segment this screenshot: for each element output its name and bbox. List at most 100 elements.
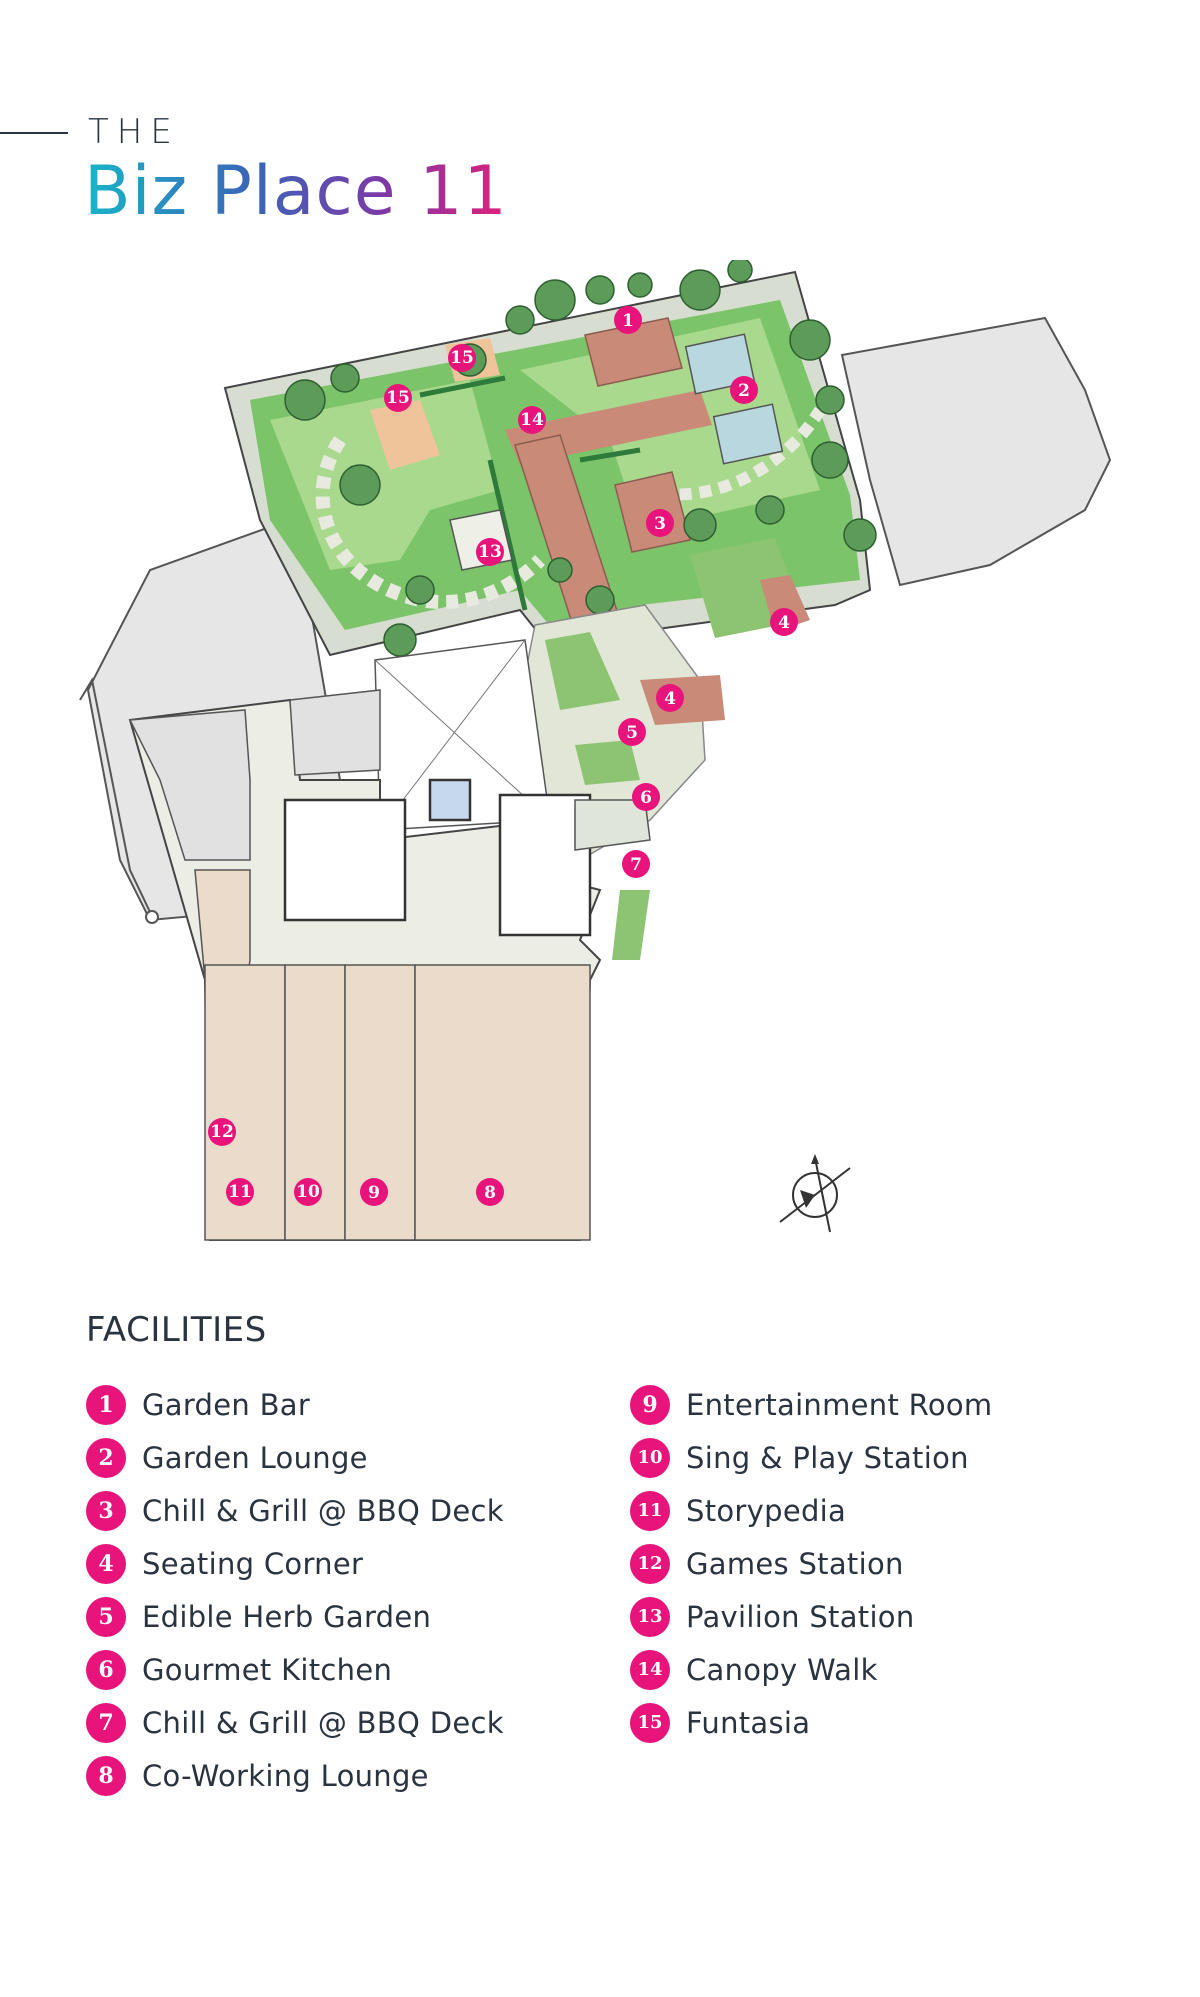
legend-item: 11 Storypedia <box>630 1484 992 1537</box>
svg-text:1: 1 <box>622 311 634 331</box>
legend-number-badge: 14 <box>630 1649 670 1690</box>
legend-item: 9 Entertainment Room <box>630 1378 992 1431</box>
legend-item: 10 Sing & Play Station <box>630 1431 992 1484</box>
legend-number-badge: 13 <box>630 1596 670 1637</box>
edible-herb-garden <box>575 740 640 785</box>
legend-label: Games Station <box>686 1546 904 1581</box>
svg-text:11: 11 <box>228 1182 252 1202</box>
map-marker-8[interactable]: 8 <box>476 1178 504 1206</box>
map-marker-1[interactable]: 1 <box>614 306 642 334</box>
gym-area <box>128 709 251 861</box>
gourmet-kitchen <box>574 799 651 851</box>
canopy-walk-north-south <box>515 435 620 632</box>
legend-label: Pavilion Station <box>686 1599 915 1634</box>
svg-text:15: 15 <box>450 348 474 368</box>
legend-number-badge: 11 <box>630 1490 670 1531</box>
map-marker-9[interactable]: 9 <box>360 1178 388 1206</box>
map-marker-2[interactable]: 2 <box>730 376 758 404</box>
map-marker-15a[interactable]: 15 <box>448 344 476 372</box>
map-marker-12[interactable]: 12 <box>208 1118 236 1146</box>
legend-item: 8 Co-Working Lounge <box>86 1749 504 1802</box>
legend-item: 13 Pavilion Station <box>630 1590 992 1643</box>
legend-number-badge: 10 <box>630 1437 670 1478</box>
svg-text:5: 5 <box>626 723 638 743</box>
map-marker-4b[interactable]: 4 <box>656 684 684 712</box>
legend-number-badge: 1 <box>86 1384 126 1425</box>
legend-item: 6 Gourmet Kitchen <box>86 1643 504 1696</box>
map-marker-13[interactable]: 13 <box>476 538 504 566</box>
site-plan-svg: 1 2 3 4 4 5 6 <box>79 260 1112 1241</box>
legend-item: 14 Canopy Walk <box>630 1643 992 1696</box>
svg-text:6: 6 <box>640 788 652 808</box>
legend-number-badge: 15 <box>630 1702 670 1743</box>
legend-label: Funtasia <box>686 1705 811 1740</box>
map-marker-11[interactable]: 11 <box>226 1178 254 1206</box>
map-marker-15b[interactable]: 15 <box>384 384 412 412</box>
facilities-legend: FACILITIES 1 Garden Bar 2 Garden Lounge … <box>86 1310 1146 1810</box>
legend-item: 4 Seating Corner <box>86 1537 504 1590</box>
facility-markers: 1 2 3 4 4 5 6 <box>208 306 798 1206</box>
legend-label: Gourmet Kitchen <box>142 1652 393 1687</box>
legend-number-badge: 4 <box>86 1543 126 1584</box>
site-plan-map: 1 2 3 4 4 5 6 <box>0 260 1200 1260</box>
map-marker-6[interactable]: 6 <box>632 783 660 811</box>
bbq-lawn-south <box>612 890 650 960</box>
legend-number-badge: 3 <box>86 1490 126 1531</box>
svg-text:13: 13 <box>478 542 502 562</box>
legend-label: Garden Bar <box>142 1387 311 1422</box>
legend-item: 2 Garden Lounge <box>86 1431 504 1484</box>
legend-label: Canopy Walk <box>686 1652 878 1687</box>
map-marker-5[interactable]: 5 <box>618 718 646 746</box>
brand-title: Biz Place 11 <box>84 152 508 231</box>
svg-text:9: 9 <box>368 1183 380 1203</box>
map-marker-7[interactable]: 7 <box>622 850 650 878</box>
legend-item: 1 Garden Bar <box>86 1378 504 1431</box>
legend-label: Sing & Play Station <box>686 1440 969 1475</box>
herb-garden-lawn <box>545 632 620 710</box>
map-marker-10[interactable]: 10 <box>294 1178 322 1206</box>
legend-label: Chill & Grill @ BBQ Deck <box>142 1705 504 1740</box>
compass-icon <box>779 1154 851 1233</box>
map-marker-3[interactable]: 3 <box>646 509 674 537</box>
legend-number-badge: 9 <box>630 1384 670 1425</box>
svg-text:15: 15 <box>386 388 410 408</box>
legend-label: Storypedia <box>686 1493 847 1528</box>
legend-label: Chill & Grill @ BBQ Deck <box>142 1493 504 1528</box>
legend-title: FACILITIES <box>86 1310 267 1350</box>
legend-label: Edible Herb Garden <box>142 1599 432 1634</box>
header-rule <box>0 132 68 134</box>
svg-text:8: 8 <box>484 1183 496 1203</box>
svg-text:7: 7 <box>630 855 642 875</box>
svg-text:14: 14 <box>520 410 544 430</box>
legend-number-badge: 5 <box>86 1596 126 1637</box>
svg-text:3: 3 <box>654 514 666 534</box>
legend-item: 7 Chill & Grill @ BBQ Deck <box>86 1696 504 1749</box>
right-wing-building <box>840 316 1112 587</box>
legend-label: Garden Lounge <box>142 1440 368 1475</box>
svg-text:4: 4 <box>778 613 790 633</box>
legend-label: Co-Working Lounge <box>142 1758 429 1793</box>
map-marker-14[interactable]: 14 <box>518 406 546 434</box>
legend-item: 15 Funtasia <box>630 1696 992 1749</box>
svg-text:10: 10 <box>296 1182 320 1202</box>
map-marker-4a[interactable]: 4 <box>770 608 798 636</box>
svg-text:4: 4 <box>664 689 676 709</box>
legend-number-badge: 8 <box>86 1755 126 1796</box>
svg-text:2: 2 <box>738 381 750 401</box>
funtasia-play-area <box>370 400 440 470</box>
brand-prefix: THE <box>88 112 180 152</box>
legend-item: 5 Edible Herb Garden <box>86 1590 504 1643</box>
svg-text:12: 12 <box>210 1122 234 1142</box>
lift-cores <box>283 778 592 937</box>
legend-label: Seating Corner <box>142 1546 364 1581</box>
legend-item: 3 Chill & Grill @ BBQ Deck <box>86 1484 504 1537</box>
co-working-lounge <box>414 964 591 1241</box>
legend-label: Entertainment Room <box>686 1387 993 1422</box>
brand-header: THE Biz Place 11 <box>0 108 600 238</box>
legend-number-badge: 2 <box>86 1437 126 1478</box>
legend-column-left: 1 Garden Bar 2 Garden Lounge 3 Chill & G… <box>86 1378 504 1802</box>
legend-column-right: 9 Entertainment Room 10 Sing & Play Stat… <box>630 1378 992 1749</box>
legend-item: 12 Games Station <box>630 1537 992 1590</box>
legend-number-badge: 6 <box>86 1649 126 1690</box>
legend-number-badge: 7 <box>86 1702 126 1743</box>
